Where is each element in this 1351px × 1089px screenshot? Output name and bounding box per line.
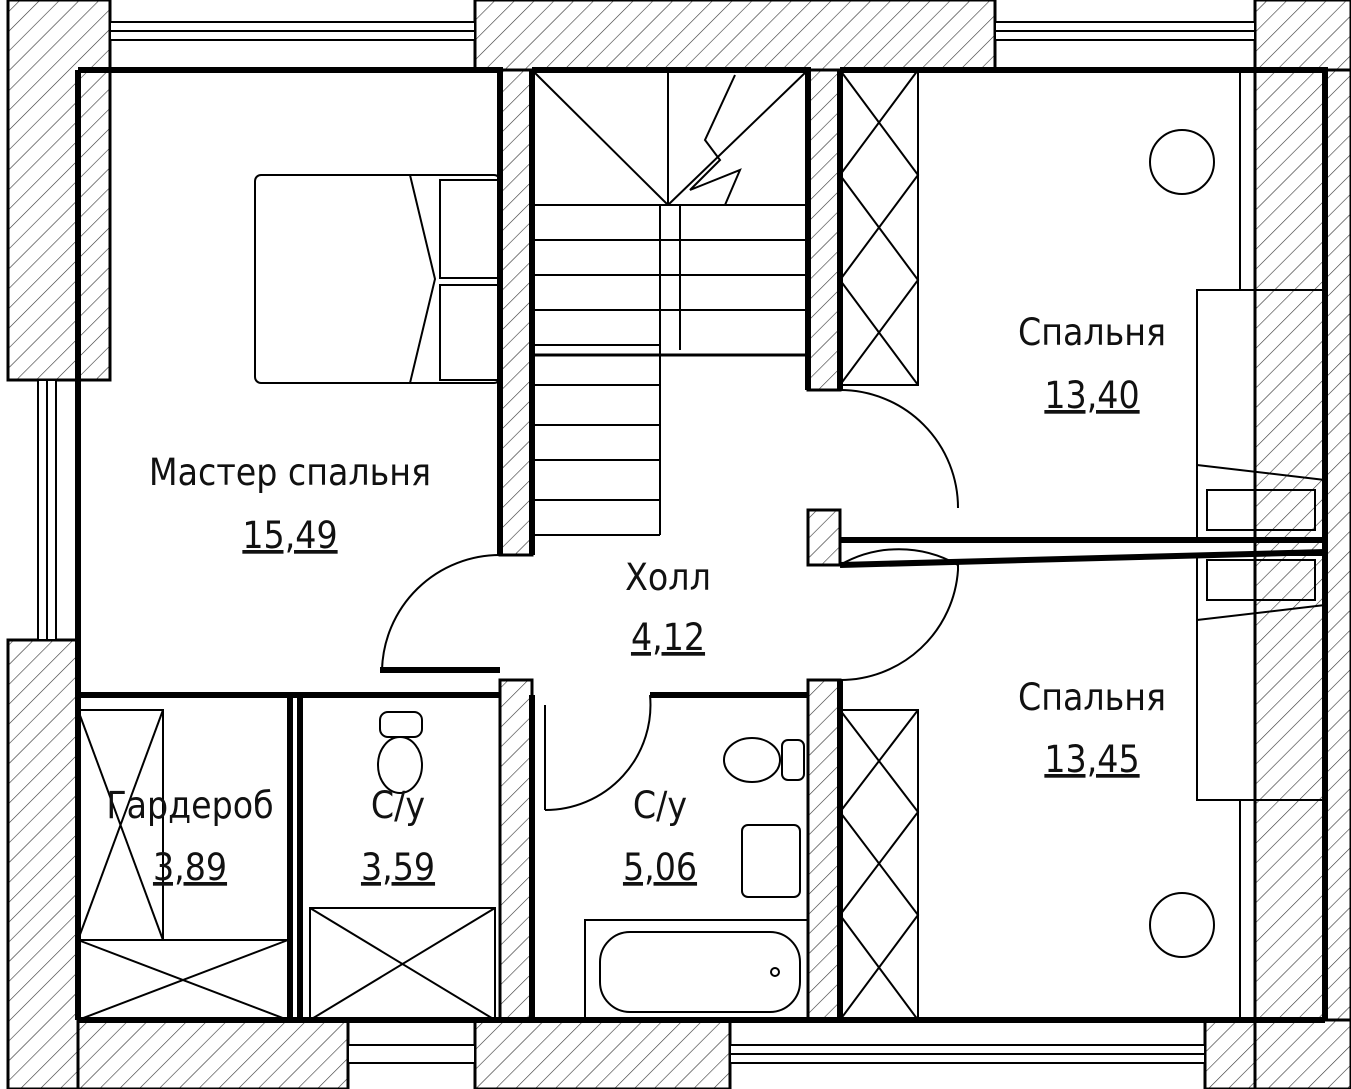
room-labels: Мастер спальня 15,49 Спальня 13,40 Спаль…: [106, 311, 1166, 889]
room-name-hall: Холл: [625, 556, 711, 599]
room-area-bedroom-top: 13,40: [1044, 374, 1139, 417]
room-area-hall: 4,12: [631, 616, 705, 659]
room-name-bedroom-top: Спальня: [1018, 311, 1166, 354]
room-area-master: 15,49: [242, 514, 337, 557]
windows: [37, 21, 1256, 1064]
room-name-wc-small: С/у: [371, 784, 425, 827]
bed: [254, 174, 501, 384]
room-name-bedroom-bottom: Спальня: [1018, 676, 1166, 719]
closets: [77, 69, 920, 1021]
bedroom-furniture: [1149, 70, 1326, 1020]
room-name-master: Мастер спальня: [149, 451, 431, 494]
room-area-bedroom-bottom: 13,45: [1044, 738, 1139, 781]
bathroom-fixtures: [309, 711, 809, 1021]
staircase: [530, 68, 810, 536]
room-area-wc-large: 5,06: [623, 846, 697, 889]
door-swings: [381, 389, 959, 812]
room-name-wc-large: С/у: [633, 784, 687, 827]
room-area-wardrobe: 3,89: [153, 846, 227, 889]
room-area-wc-small: 3,59: [361, 846, 435, 889]
room-name-wardrobe: Гардероб: [106, 784, 273, 827]
